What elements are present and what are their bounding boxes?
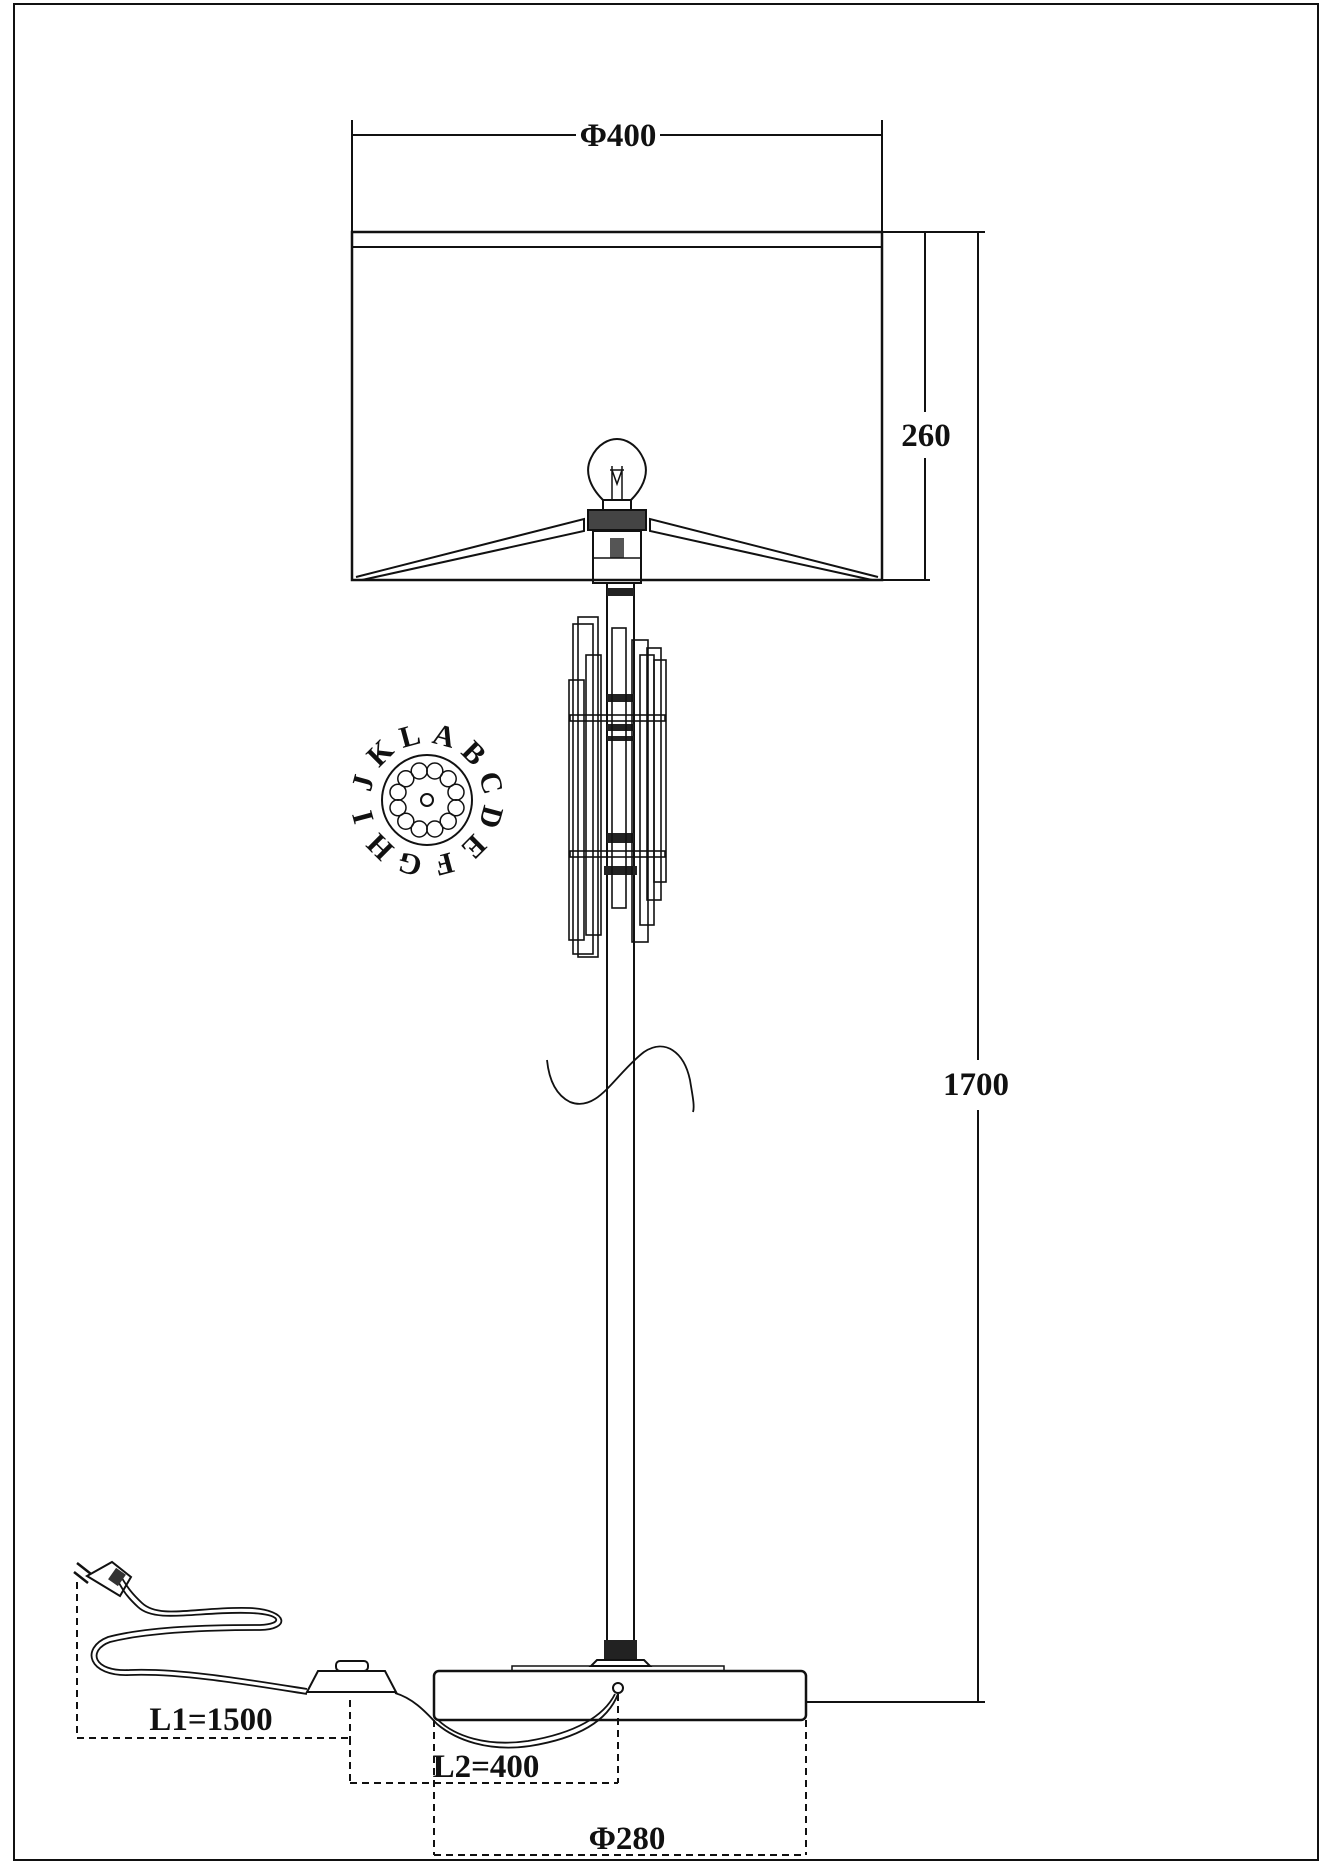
ring-letter: F — [431, 845, 457, 882]
ring-letter: L — [396, 718, 424, 755]
ring-letter: E — [455, 828, 492, 865]
shade-diameter-label: Φ400 — [580, 118, 657, 154]
ring-hole — [397, 770, 415, 788]
lamp-stem — [588, 583, 653, 1667]
ring-letter: C — [472, 768, 509, 797]
ring-hole — [389, 783, 407, 801]
power-cable — [90, 1045, 695, 1749]
total-height-label: 1700 — [943, 1067, 1009, 1103]
ring-letter: I — [346, 807, 381, 827]
lamp-socket — [587, 509, 647, 584]
dimension-shade-diameter — [351, 120, 883, 232]
dimension-total-height — [806, 231, 985, 1703]
power-plug — [73, 1560, 133, 1598]
ring-holes — [389, 762, 465, 838]
ring-letter: H — [360, 827, 400, 867]
ring-hole — [439, 770, 457, 788]
lamp-shade — [350, 230, 884, 582]
cable-length-label: L1=1500 — [149, 1702, 272, 1738]
ring-hole — [410, 820, 428, 838]
ring-letter: G — [394, 845, 425, 883]
drawing-border — [13, 3, 1319, 1861]
ring-letter: B — [455, 735, 492, 772]
ring-hole — [389, 799, 407, 817]
dimension-cable-length — [76, 1582, 351, 1739]
base-diameter-label: Φ280 — [589, 1821, 666, 1857]
switch-distance-label: L2=400 — [433, 1749, 540, 1785]
ring-letter: K — [360, 733, 400, 773]
ring-hole — [410, 762, 428, 780]
dimension-shade-height — [882, 231, 930, 581]
shade-height-label: 260 — [901, 418, 951, 454]
ring-letter: J — [345, 771, 381, 794]
lamp-base — [432, 1665, 808, 1722]
ring-hole — [439, 812, 457, 830]
ring-hole — [426, 820, 444, 838]
crystal-panels — [568, 616, 667, 958]
ring-letter: D — [472, 802, 509, 831]
ring-hole — [397, 812, 415, 830]
dimension-switch-distance — [349, 1694, 619, 1784]
ring-hole — [447, 799, 465, 817]
ring-letter: A — [429, 717, 459, 755]
dimension-base-diameter — [433, 1720, 807, 1856]
light-bulb — [587, 437, 647, 511]
ring-hole — [447, 783, 465, 801]
foot-switch — [305, 1660, 398, 1693]
